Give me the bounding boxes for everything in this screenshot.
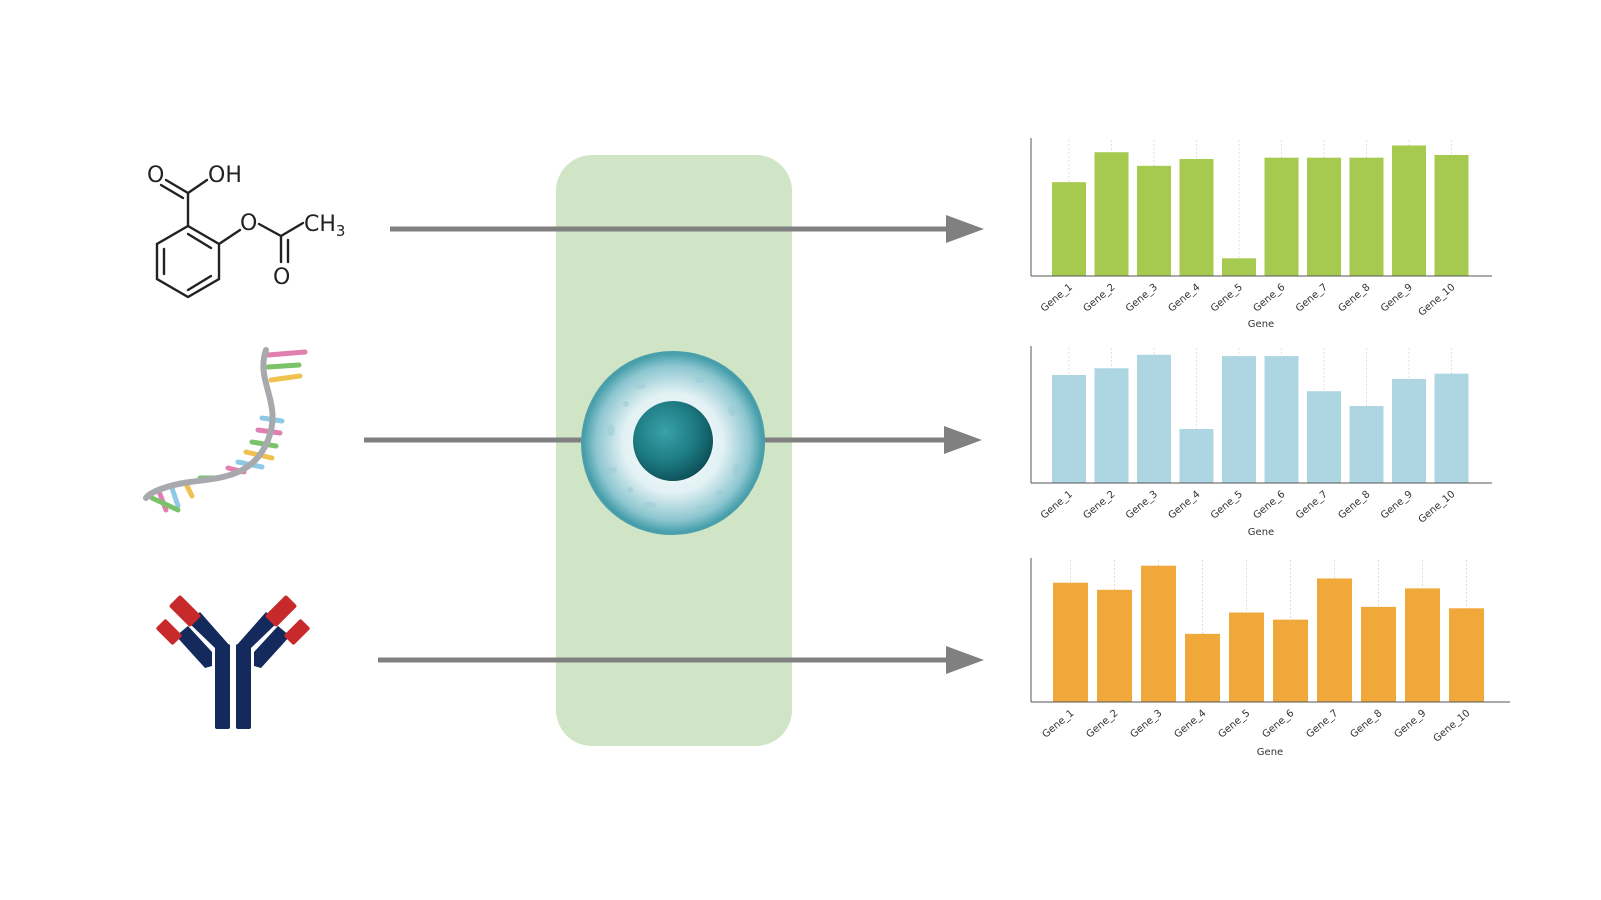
antibody-icon: [156, 595, 310, 729]
x-tick-label: Gene_4: [1166, 282, 1202, 315]
bar-gene-8: [1349, 157, 1384, 276]
x-tick-label: Gene_2: [1081, 489, 1117, 522]
bar-gene-1: [1052, 375, 1086, 483]
x-tick-label: Gene_7: [1304, 708, 1340, 741]
bar-gene-5: [1222, 356, 1256, 483]
x-tick-label: Gene_5: [1209, 282, 1245, 315]
x-tick-label: Gene_1: [1039, 489, 1075, 522]
x-tick-label: Gene_9: [1379, 489, 1415, 522]
bar-gene-10: [1434, 373, 1469, 483]
x-tick-label: Gene_9: [1379, 282, 1415, 315]
x-tick-label: Gene_6: [1251, 282, 1287, 315]
x-tick-label: Gene_3: [1124, 282, 1160, 315]
bar-gene-2: [1097, 589, 1132, 702]
x-tick-label: Gene_4: [1166, 489, 1202, 522]
dna-base-pair: [268, 373, 303, 383]
x-axis-title: Gene: [1248, 319, 1274, 330]
x-tick-label: Gene_10: [1417, 282, 1458, 319]
x-tick-label: Gene_7: [1294, 282, 1330, 315]
bar-gene-9: [1392, 379, 1426, 483]
bar-gene-2: [1094, 368, 1129, 483]
x-tick-label: Gene_10: [1417, 489, 1458, 526]
bar-gene-7: [1317, 578, 1352, 702]
carbonyl-oxygen-label: O: [147, 163, 164, 188]
bar-gene-4: [1185, 633, 1220, 702]
x-tick-label: Gene_2: [1081, 282, 1117, 315]
bar-gene-9: [1392, 145, 1426, 276]
bar-gene-3: [1137, 165, 1171, 276]
x-tick-label: Gene_4: [1172, 708, 1208, 741]
cell-icon: [580, 350, 766, 536]
dna-base-pair: [265, 349, 308, 358]
bar-gene-8: [1349, 406, 1384, 483]
x-tick-label: Gene_9: [1392, 708, 1428, 741]
arrow-molecule: [390, 215, 984, 243]
bar-gene-1: [1052, 182, 1086, 276]
cell-nucleus: [633, 401, 713, 481]
bar-gene-7: [1307, 157, 1341, 276]
x-tick-label: Gene_6: [1260, 708, 1296, 741]
bar-gene-10: [1434, 154, 1469, 276]
dna-strand-icon: [143, 347, 308, 513]
methyl-label: CH3: [304, 212, 345, 240]
bar-gene-6: [1264, 157, 1299, 276]
acetyl-oxygen-label: O: [273, 265, 290, 290]
x-tick-label: Gene_10: [1432, 708, 1473, 745]
x-tick-label: Gene_1: [1039, 282, 1075, 315]
x-tick-label: Gene_8: [1336, 282, 1372, 315]
dna-base-pair: [183, 481, 195, 499]
x-axis-title: Gene: [1248, 527, 1274, 538]
x-tick-label: Gene_3: [1124, 489, 1160, 522]
bar-gene-4: [1179, 159, 1214, 276]
x-tick-label: Gene_8: [1348, 708, 1384, 741]
dna-base-pair: [169, 485, 181, 509]
x-tick-label: Gene_6: [1251, 489, 1287, 522]
ester-oxygen-label: O: [240, 211, 257, 236]
bar-gene-4: [1179, 429, 1214, 483]
x-tick-label: Gene_1: [1040, 708, 1076, 741]
x-tick-label: Gene_5: [1209, 489, 1245, 522]
x-tick-label: Gene_5: [1216, 708, 1252, 741]
bar-gene-1: [1053, 582, 1088, 702]
arrow-antibody: [378, 646, 984, 674]
bar-gene-8: [1361, 606, 1396, 702]
bar-gene-6: [1264, 356, 1299, 483]
bar-gene-3: [1137, 354, 1171, 483]
bar-gene-9: [1405, 588, 1440, 702]
bar-gene-7: [1307, 391, 1341, 483]
bar-gene-3: [1141, 565, 1176, 702]
x-tick-label: Gene_7: [1294, 489, 1330, 522]
bar-gene-5: [1222, 258, 1256, 276]
dna-base-pair: [265, 362, 302, 370]
hydroxyl-label: OH: [208, 163, 242, 188]
x-tick-label: Gene_8: [1336, 489, 1372, 522]
aspirin-molecule-icon: [155, 178, 305, 299]
bar-gene-10: [1449, 608, 1484, 702]
dna-base-pair: [149, 495, 181, 513]
x-axis-title: Gene: [1257, 747, 1283, 758]
bar-gene-5: [1229, 612, 1264, 702]
bar-gene-6: [1273, 619, 1308, 702]
x-tick-label: Gene_3: [1128, 708, 1164, 741]
bar-gene-2: [1094, 152, 1129, 276]
x-tick-label: Gene_2: [1084, 708, 1120, 741]
